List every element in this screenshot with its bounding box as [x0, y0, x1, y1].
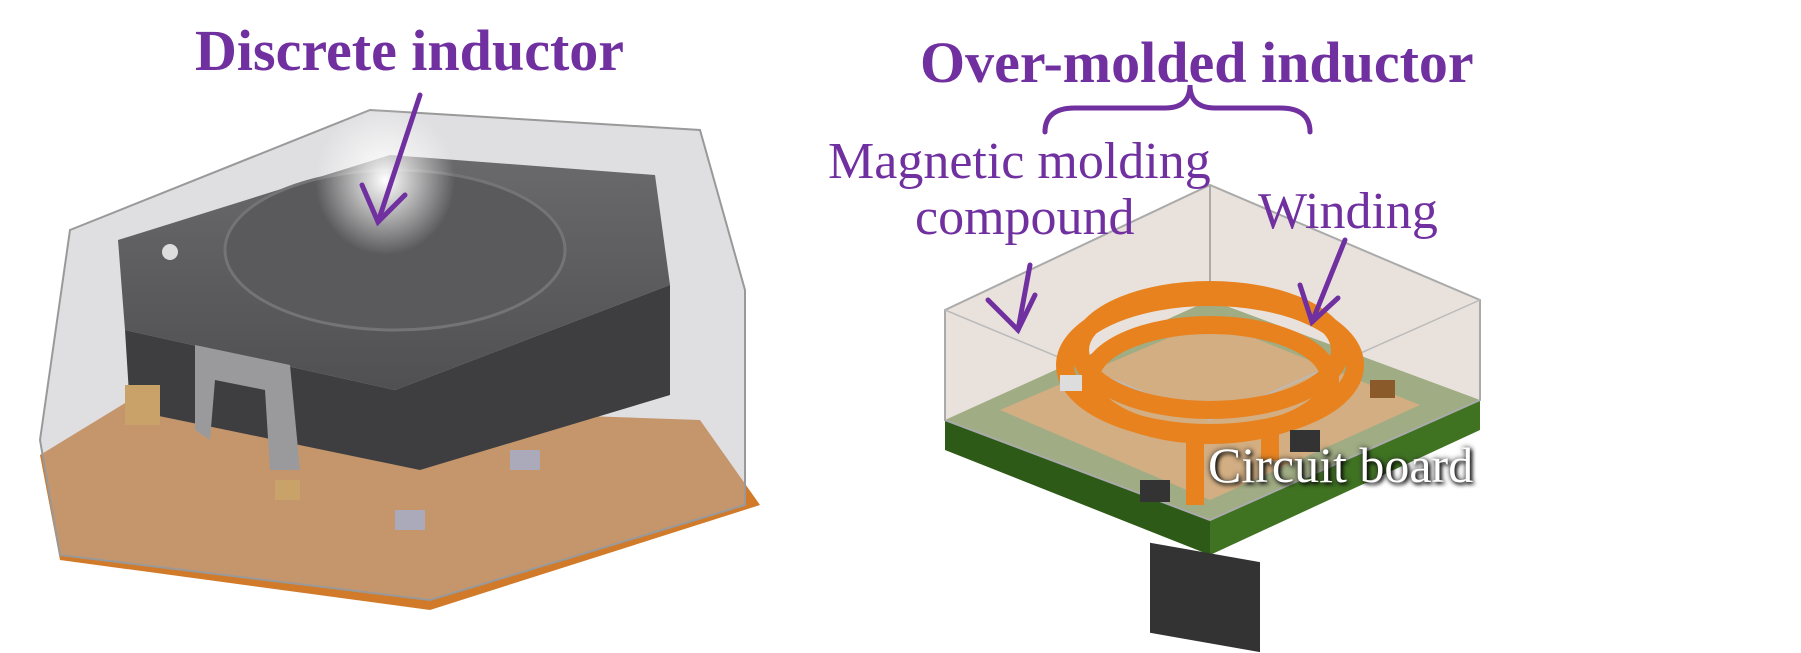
component	[510, 450, 540, 470]
component	[1370, 380, 1395, 398]
component	[1290, 430, 1320, 452]
highlight-glow	[315, 105, 455, 255]
component	[395, 510, 425, 530]
pcb-copper	[40, 400, 760, 610]
over-molded-inductor-render	[944, 183, 1481, 653]
circuit-board-label: Circuit board	[1208, 437, 1474, 493]
winding-coil	[1056, 281, 1364, 505]
component	[1140, 480, 1170, 502]
circuit-board-side	[945, 420, 1210, 555]
molding-arrow-icon	[985, 262, 1038, 335]
component	[1060, 375, 1082, 391]
polarity-dot	[162, 244, 178, 260]
winding-arrow-icon	[1297, 237, 1348, 327]
component	[125, 385, 160, 425]
component	[275, 480, 300, 500]
brace-icon	[1042, 84, 1313, 135]
ic-chip	[1150, 542, 1260, 653]
molding-compound-label-line2: compound	[915, 189, 1135, 246]
over-molded-inductor-title: Over-molded inductor	[920, 30, 1474, 95]
inductor-core-side	[125, 285, 670, 470]
terminal-clip	[195, 345, 300, 470]
annotation-arrows	[359, 84, 1348, 335]
discrete-inductor-render	[38, 105, 760, 610]
molding-compound-label-line1: Magnetic molding	[828, 133, 1211, 190]
winding-label: Winding	[1258, 183, 1438, 240]
discrete-inductor-title: Discrete inductor	[195, 18, 624, 83]
circuit-board-side	[1210, 400, 1480, 555]
discrete-arrow-icon	[359, 92, 423, 227]
